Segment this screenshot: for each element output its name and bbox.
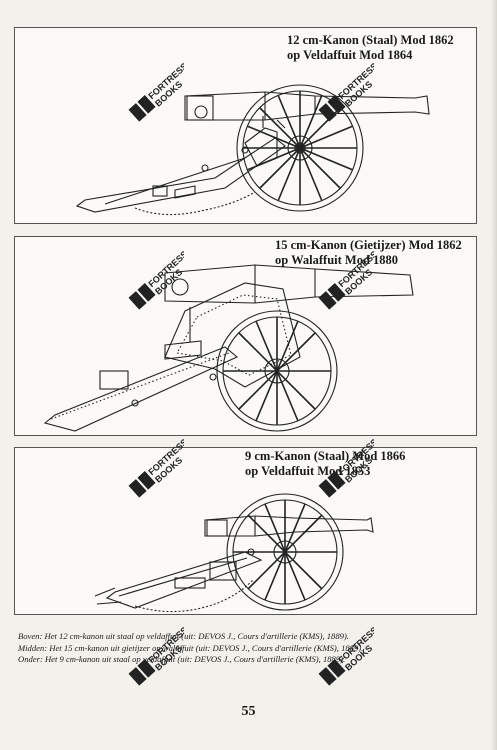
- cannon-9cm-drawing: 9 cm-Kanon (Staal) Mod 1866 op Veldaffui…: [94, 449, 405, 613]
- cannon-15cm-drawing: 15 cm-Kanon (Gietijzer) Mod 1862 op Wala…: [43, 238, 462, 432]
- caption-line-bottom: Onder: Het 9 cm-kanon uit staal op velda…: [18, 654, 346, 664]
- caption-line-middle: Midden: Het 15 cm-kanon uit gietijzer op…: [18, 642, 364, 653]
- figure-panel-middle: 15 cm-Kanon (Gietijzer) Mod 1862 op Wala…: [14, 236, 477, 436]
- figure-panel-bottom: 9 cm-Kanon (Staal) Mod 1866 op Veldaffui…: [14, 447, 477, 615]
- figure-title-line2: op Veldaffuit Mod 1853: [245, 464, 370, 478]
- caption-line-top: Boven: Het 12 cm-kanon uit staal op veld…: [18, 631, 349, 641]
- cannon-12cm-drawing: 12 cm-Kanon (Staal) Mod 1862 op Veldaffu…: [75, 33, 454, 216]
- page-binding-shadow: [491, 0, 497, 750]
- figure-title-line1: 9 cm-Kanon (Staal) Mod 1866: [245, 449, 405, 463]
- figure-panel-top: 12 cm-Kanon (Staal) Mod 1862 op Veldaffu…: [14, 27, 477, 224]
- figure-title-line2: op Veldaffuit Mod 1864: [287, 48, 413, 62]
- figure-title-line1: 15 cm-Kanon (Gietijzer) Mod 1862: [275, 238, 462, 252]
- page-number: 55: [241, 704, 256, 719]
- figure-caption: Boven: Het 12 cm-kanon uit staal op veld…: [18, 631, 478, 666]
- figure-title-line1: 12 cm-Kanon (Staal) Mod 1862: [287, 33, 454, 47]
- figure-title-line2: op Walaffuit Mod 1880: [275, 253, 398, 267]
